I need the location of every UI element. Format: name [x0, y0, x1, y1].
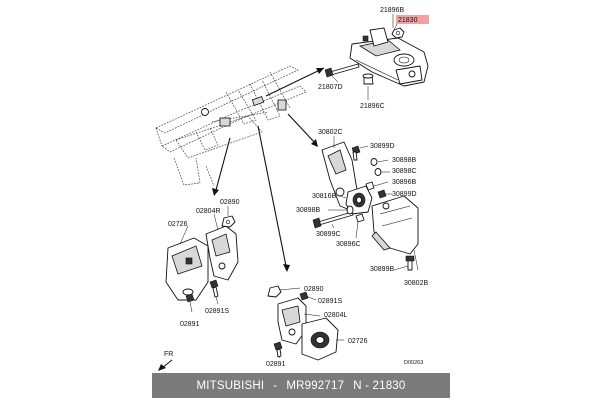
- bolt-30899C: [312, 211, 354, 229]
- part-info-banner: MITSUBISHI - MR992717 N - 21830: [152, 373, 450, 398]
- engine-mount-02726-bottom: [301, 317, 339, 361]
- bolt-02891-left: [185, 293, 195, 303]
- label-30802B: 30802B: [404, 280, 428, 287]
- label-21830: 21830: [398, 17, 418, 24]
- label-30898B-left: 30898B: [296, 207, 320, 214]
- fr-arrow-icon: [158, 364, 166, 371]
- label-30899B: 30899B: [370, 266, 394, 273]
- label-02891S-left: 02891S: [205, 308, 229, 315]
- label-02726-bottom: 02726: [348, 338, 368, 345]
- nut-21896B: [391, 27, 405, 39]
- part-group: N - 21830: [353, 379, 406, 392]
- label-02890-bottom: 02890: [304, 286, 324, 293]
- brand-name: MITSUBISHI: [196, 379, 265, 392]
- highlight-21830: [396, 15, 429, 24]
- engine-mount-bracket-30802B: [371, 195, 419, 255]
- bolt-30899D-top: [351, 145, 361, 161]
- label-30899D-top: 30899D: [370, 143, 395, 150]
- label-30816B: 30816B: [312, 193, 336, 200]
- drawing-code: D00263: [404, 360, 423, 366]
- label-30899D-mid: 30899D: [392, 191, 417, 198]
- nut-21896C: [362, 73, 374, 85]
- label-02726-left: 02726: [168, 221, 188, 228]
- label-02891-left: 02891: [180, 321, 200, 328]
- label-21807D: 21807D: [318, 84, 343, 91]
- engine-mount-02726-left: [165, 237, 209, 301]
- nut-02890-left: [221, 215, 236, 228]
- part-labels: 21896B 21830 21807D 21896C 30802C 30899D…: [168, 7, 428, 368]
- bolt-30899B: [405, 255, 415, 271]
- label-30896B: 30896B: [392, 179, 416, 186]
- bolt-02891-bottom: [273, 341, 283, 358]
- label-02891-bottom: 02891: [266, 361, 286, 368]
- bolt-21807D: [324, 63, 360, 78]
- part-number: MR992717: [286, 379, 345, 392]
- label-30898C: 30898C: [392, 168, 417, 175]
- front-direction-indicator: FR: [158, 351, 173, 371]
- chassis-frame: [155, 65, 307, 187]
- exploded-parts-diagram: 21896B 21830 21807D 21896C 30802C 30899D…: [155, 7, 429, 371]
- label-30898B: 30898B: [392, 157, 416, 164]
- bolt-02891S-bottom: [299, 291, 309, 301]
- label-30899C: 30899C: [316, 231, 341, 238]
- mount-bracket-02804L: [277, 297, 307, 345]
- fr-label: FR: [164, 351, 173, 358]
- nut-30896B: [365, 181, 375, 191]
- nut-02890-bottom: [267, 285, 282, 298]
- washer-30898B-right: [370, 158, 378, 166]
- label-02890-left: 02890: [220, 199, 240, 206]
- label-21896C: 21896C: [360, 103, 385, 110]
- label-02804L: 02804L: [324, 312, 347, 319]
- label-21896B: 21896B: [380, 7, 404, 14]
- label-30896C: 30896C: [336, 241, 361, 248]
- nut-30896C: [355, 213, 365, 223]
- bolt-02891S-left: [209, 279, 219, 298]
- callout-arrows: [212, 67, 325, 272]
- label-02804R: 02804R: [196, 208, 221, 215]
- transmission-mount-21830: [349, 27, 429, 87]
- separator: -: [273, 379, 278, 392]
- label-30802C: 30802C: [318, 129, 343, 136]
- mount-bracket-02804R: [205, 225, 239, 281]
- bolt-30899D-mid: [377, 189, 387, 199]
- label-02891S-bottom: 02891S: [318, 298, 342, 305]
